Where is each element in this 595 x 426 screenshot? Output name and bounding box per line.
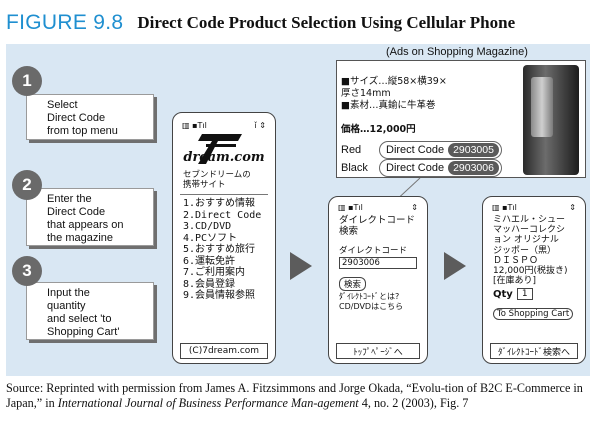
site-heading: セブンドリームの 携帯サイト bbox=[183, 170, 251, 190]
phone-screen: ▥ ▪Tıl ⇕ ミハエル・シュー マッハーコレクシ ョン オリジナル ジッポー… bbox=[490, 201, 578, 345]
step-text: Enter the Direct Code that appears on th… bbox=[26, 188, 154, 246]
code-number: 2903006 bbox=[448, 161, 499, 175]
scroll-icon: ǐ ⇕ bbox=[254, 121, 266, 130]
step-number: 2 bbox=[12, 170, 42, 200]
to-shopping-cart-button[interactable]: To Shopping Cart bbox=[493, 308, 574, 321]
qty-input[interactable]: 1 bbox=[516, 288, 533, 301]
phone-product-detail: ▥ ▪Tıl ⇕ ミハエル・シュー マッハーコレクシ ョン オリジナル ジッポー… bbox=[482, 196, 586, 364]
code-label: Direct Code bbox=[386, 162, 445, 174]
copyright-footer: (C)7dream.com bbox=[180, 343, 268, 359]
dream-logo: dream.com bbox=[180, 132, 268, 168]
source-caption: Source: Reprinted with permission from J… bbox=[6, 381, 590, 411]
status-bar: ▥ ▪Tıl ǐ ⇕ bbox=[180, 119, 268, 132]
ads-note: (Ads on Shopping Magazine) bbox=[386, 46, 528, 58]
search-button[interactable]: 検索 bbox=[339, 277, 367, 291]
logo-text: dream.com bbox=[183, 150, 265, 165]
scroll-icon: ⇕ bbox=[569, 203, 576, 212]
journal-name: International Journal of Business Perfor… bbox=[57, 396, 359, 410]
arrow-right-icon bbox=[444, 252, 466, 280]
lighter-image bbox=[523, 65, 579, 175]
source-citation: 4, no. 2 (2003), Fig. 7 bbox=[358, 396, 469, 410]
step-number: 3 bbox=[12, 256, 42, 286]
direct-code-pill: Direct Code 2903006 bbox=[379, 159, 502, 177]
code-color: Black bbox=[341, 162, 368, 174]
search-title: ダイレクトコード 検索 bbox=[339, 215, 416, 237]
figure-number: FIGURE 9.8 bbox=[6, 11, 124, 34]
phone-screen: ▥ ▪Tıl ⇕ ダイレクトコード 検索 ダイレクトコード 2903006 検索… bbox=[336, 201, 420, 345]
qty-label: Qty bbox=[493, 288, 513, 300]
qty-row: Qty 1 bbox=[490, 287, 578, 301]
magazine-ad: ■サイズ…縦58×横39× 厚さ14mm ■素材…真鍮に牛革巻 価格…12,00… bbox=[336, 60, 586, 178]
step-text: Input the quantity and select 'to Shoppi… bbox=[26, 282, 154, 340]
signal-icon: ▥ ▪Tıl bbox=[492, 203, 517, 212]
figure-title-bar: FIGURE 9.8 Direct Code Product Selection… bbox=[6, 6, 590, 40]
step-text: Select Direct Code from top menu bbox=[26, 94, 154, 140]
figure-title: Direct Code Product Selection Using Cell… bbox=[137, 13, 516, 32]
top-menu-list[interactable]: 1.おすすめ情報 2.Direct Code 3.CD/DVD 4.PCソフト … bbox=[180, 194, 268, 302]
phone-screen: ▥ ▪Tıl ǐ ⇕ dream.com セブンドリームの 携帯サイト 1.おす… bbox=[180, 119, 268, 359]
code-row-black: Black Direct Code 2903006 bbox=[341, 159, 502, 177]
status-bar: ▥ ▪Tıl ⇕ bbox=[336, 201, 420, 214]
signal-icon: ▥ ▪Tıl bbox=[338, 203, 363, 212]
direct-code-pill: Direct Code 2903005 bbox=[379, 141, 502, 159]
step-number: 1 bbox=[12, 66, 42, 96]
top-page-link[interactable]: ﾄｯﾌﾟﾍﾟｰｼﾞへ bbox=[336, 343, 420, 359]
direct-code-input[interactable]: 2903006 bbox=[339, 257, 417, 269]
code-color: Red bbox=[341, 144, 362, 156]
help-links[interactable]: ﾀﾞｲﾚｸﾄｺｰﾄﾞとは? CD/DVDはこちら bbox=[339, 292, 404, 311]
seven-logo-icon bbox=[198, 134, 242, 164]
field-label: ダイレクトコード bbox=[339, 246, 408, 256]
signal-icon: ▥ ▪Tıl bbox=[182, 121, 207, 130]
code-number: 2903005 bbox=[448, 143, 499, 157]
ad-spec-text: ■サイズ…縦58×横39× 厚さ14mm ■素材…真鍮に牛革巻 bbox=[341, 76, 447, 111]
code-row-red: Red Direct Code 2903005 bbox=[341, 141, 502, 159]
arrow-right-icon bbox=[290, 252, 312, 280]
code-label: Direct Code bbox=[386, 144, 445, 156]
source-text: Source: Reprinted with permission from J… bbox=[6, 381, 583, 410]
scroll-icon: ⇕ bbox=[411, 203, 418, 212]
status-bar: ▥ ▪Tıl ⇕ bbox=[490, 201, 578, 214]
ad-price: 価格…12,000円 bbox=[341, 124, 416, 135]
phone-top-menu: ▥ ▪Tıl ǐ ⇕ dream.com セブンドリームの 携帯サイト 1.おす… bbox=[172, 112, 276, 364]
ad-description: ■サイズ…縦58×横39× 厚さ14mm ■素材…真鍮に牛革巻 価格…12,00… bbox=[341, 64, 447, 136]
product-info: ミハエル・シュー マッハーコレクシ ョン オリジナル ジッポー（黒） ＤＩＳＰＯ… bbox=[493, 215, 568, 287]
phone-code-entry: ▥ ▪Tıl ⇕ ダイレクトコード 検索 ダイレクトコード 2903006 検索… bbox=[328, 196, 428, 364]
direct-code-search-link[interactable]: ﾀﾞｲﾚｸﾄｺｰﾄﾞ検索へ bbox=[490, 343, 578, 359]
